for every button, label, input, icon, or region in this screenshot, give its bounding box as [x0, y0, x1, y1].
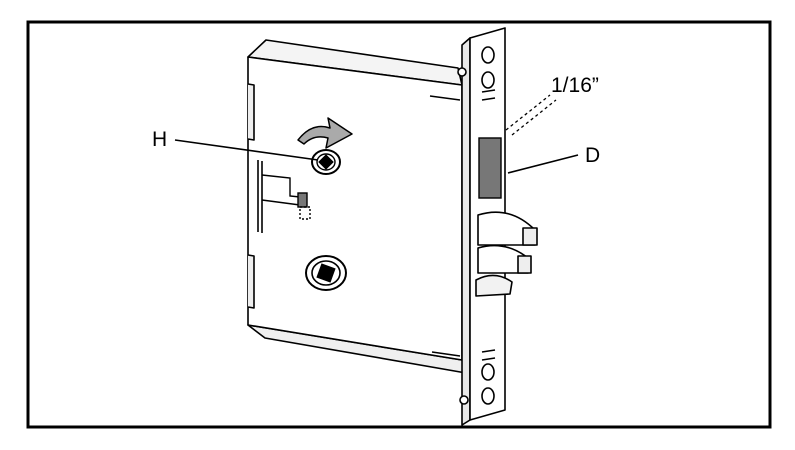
callout-d: D [585, 144, 600, 167]
dimension-label: 1/16” [551, 74, 599, 97]
leader-line-d [507, 154, 579, 174]
lock-case [247, 39, 467, 374]
lower-hub [305, 255, 347, 291]
latch-bolts [475, 211, 538, 297]
callout-h: H [152, 128, 167, 151]
auxiliary-lever [261, 174, 311, 220]
strike-block-d [478, 137, 502, 199]
leader-line-h [174, 139, 319, 161]
rotation-arrow-icon [297, 117, 353, 149]
upper-hub [311, 149, 341, 175]
